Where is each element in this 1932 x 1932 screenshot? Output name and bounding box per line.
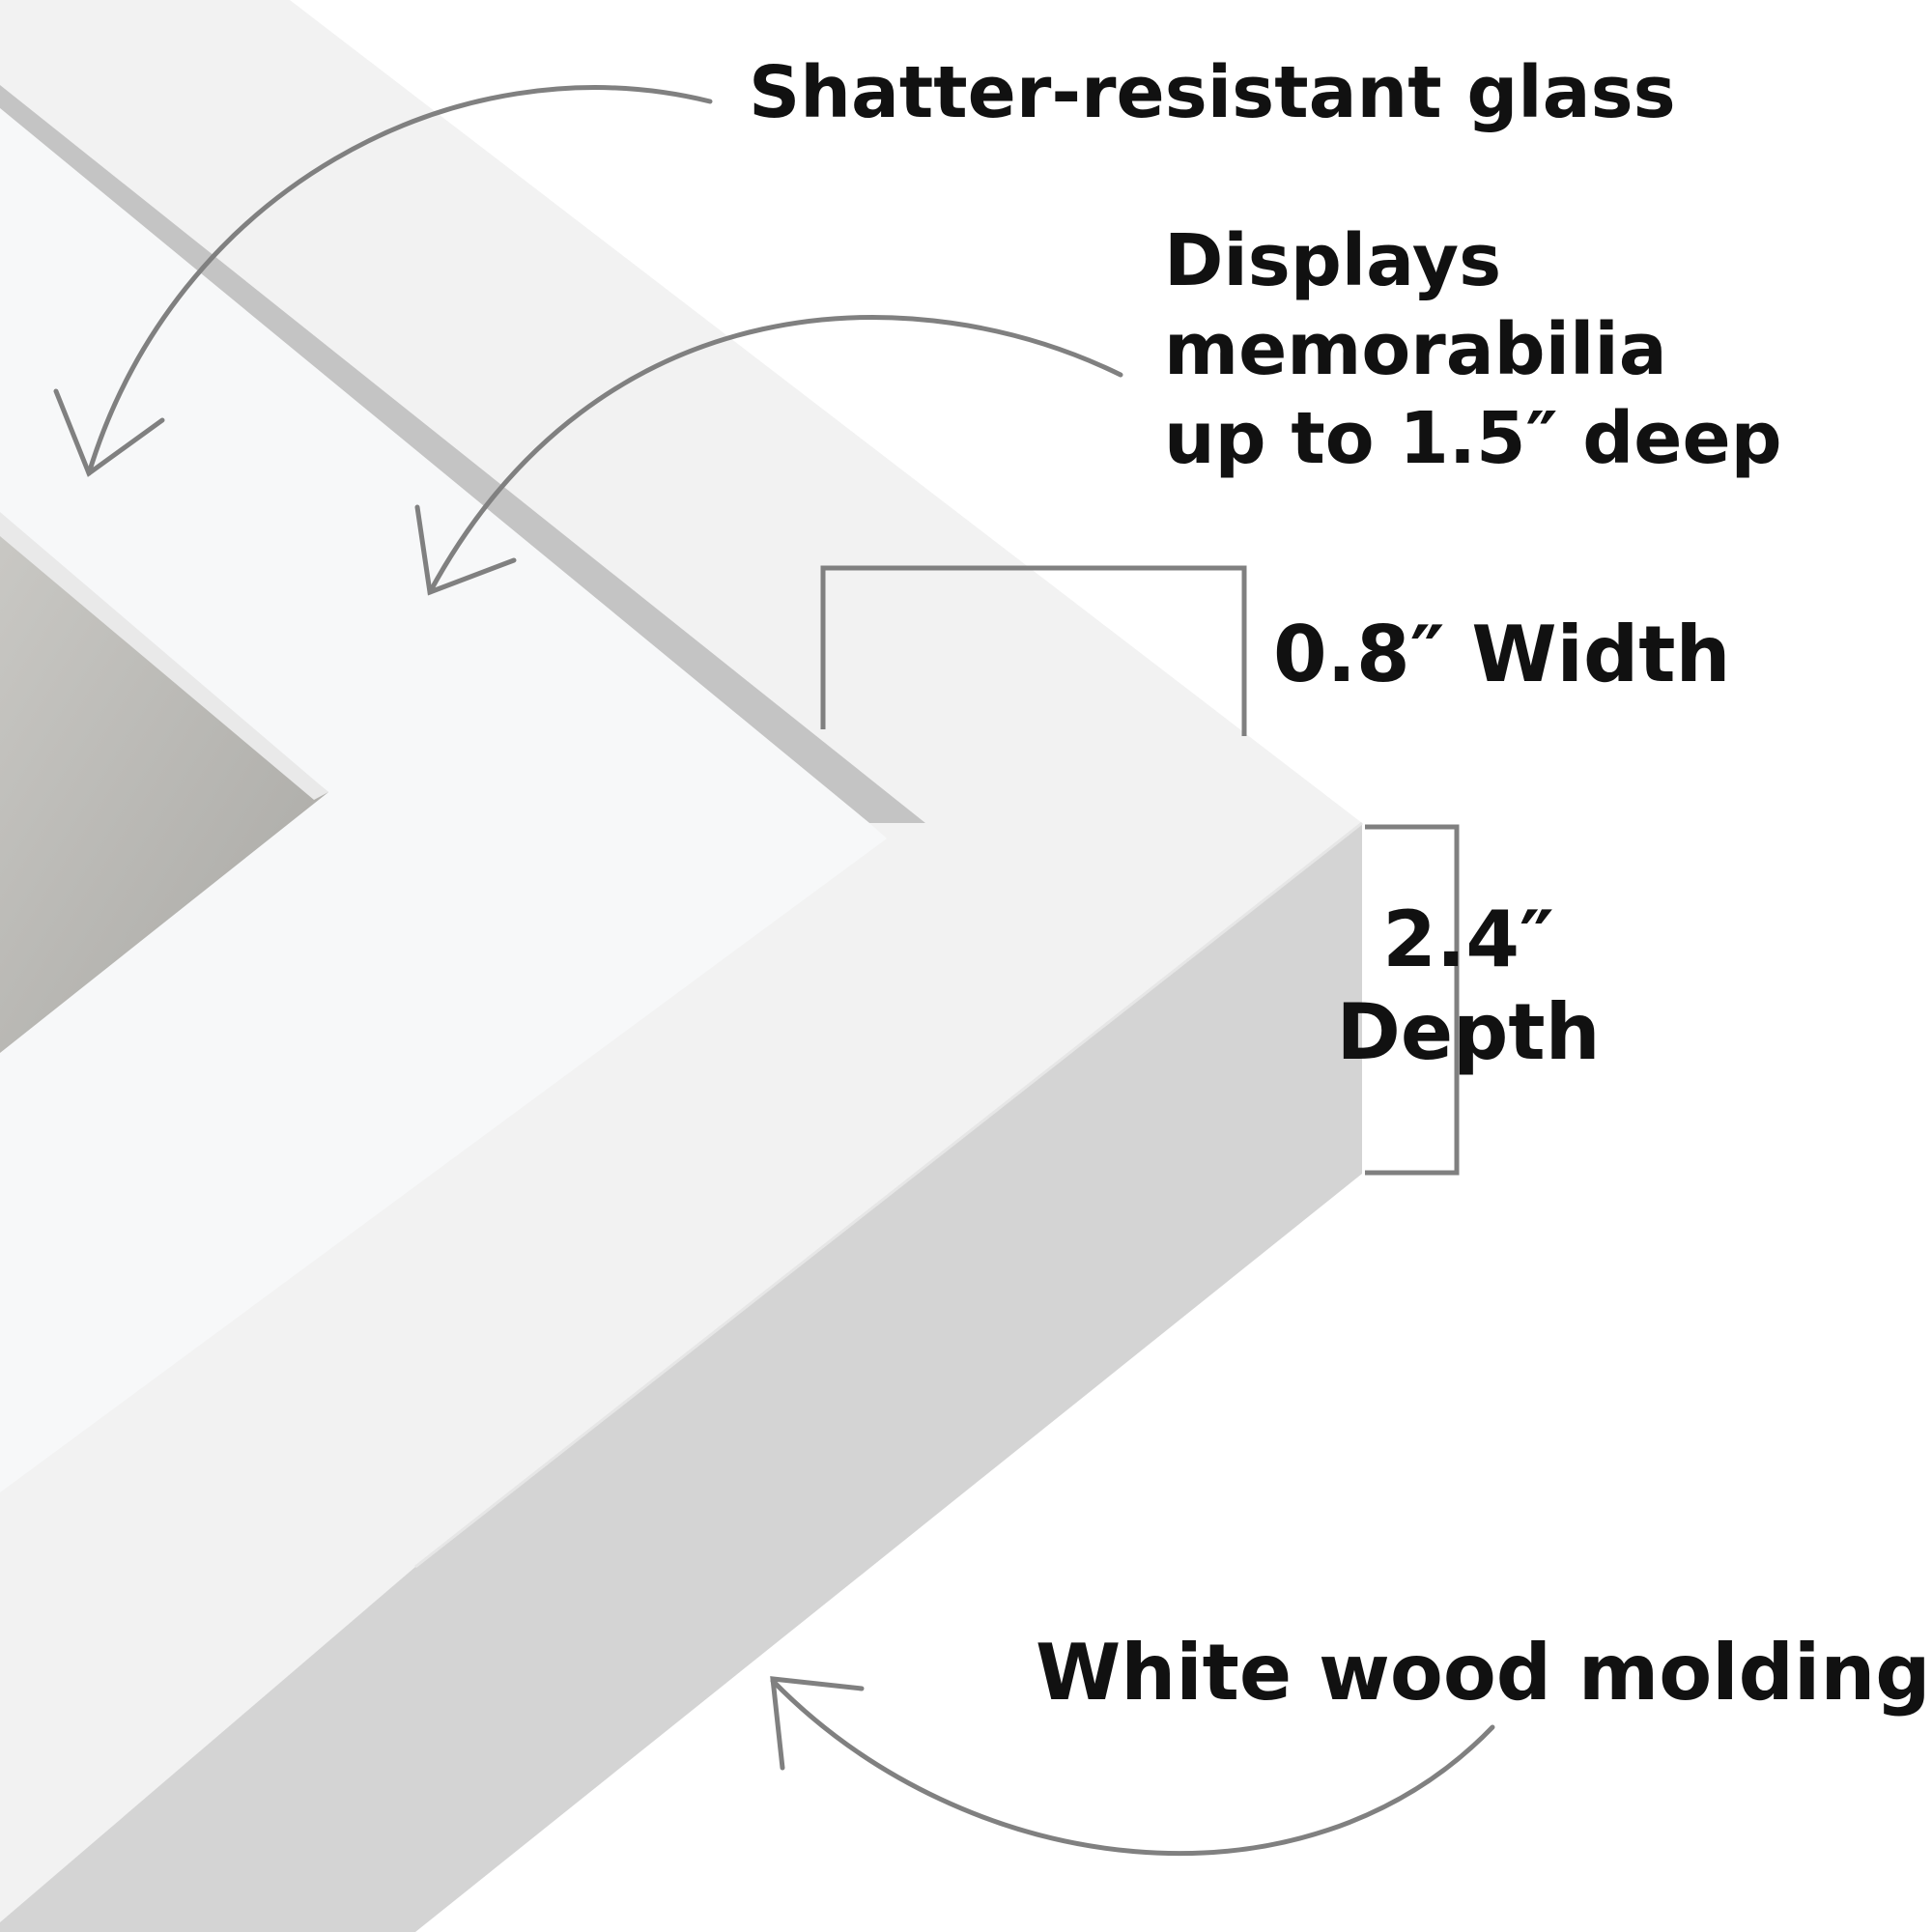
frame-edge	[414, 821, 1363, 1569]
displays-label-line1: Displays	[1164, 219, 1502, 302]
depth-label: 2.4″ Depth	[1323, 894, 1613, 1079]
glass-arrow	[53, 85, 713, 477]
width-label: 0.8″ Width	[1273, 610, 1731, 699]
backing-panel	[0, 526, 328, 1053]
depth-label-value: 2.4″	[1382, 895, 1554, 984]
depth-bracket	[1365, 824, 1460, 1176]
glass-edge	[0, 85, 925, 823]
backing-bevel	[0, 512, 328, 800]
molding-arrow	[770, 1676, 1495, 1857]
depth-label-text: Depth	[1336, 987, 1601, 1077]
displays-label: Displays memorabilia up to 1.5″ deep	[1164, 216, 1782, 483]
glass-label: Shatter-resistant glass	[749, 51, 1676, 134]
mat-board	[0, 108, 887, 1492]
displays-label-line3: up to 1.5″ deep	[1164, 397, 1782, 480]
frame-side	[0, 823, 1362, 1932]
width-bracket	[820, 565, 1247, 736]
molding-label: White wood molding	[1036, 1628, 1931, 1718]
displays-label-line2: memorabilia	[1164, 308, 1667, 391]
displays-arrow	[414, 315, 1123, 596]
